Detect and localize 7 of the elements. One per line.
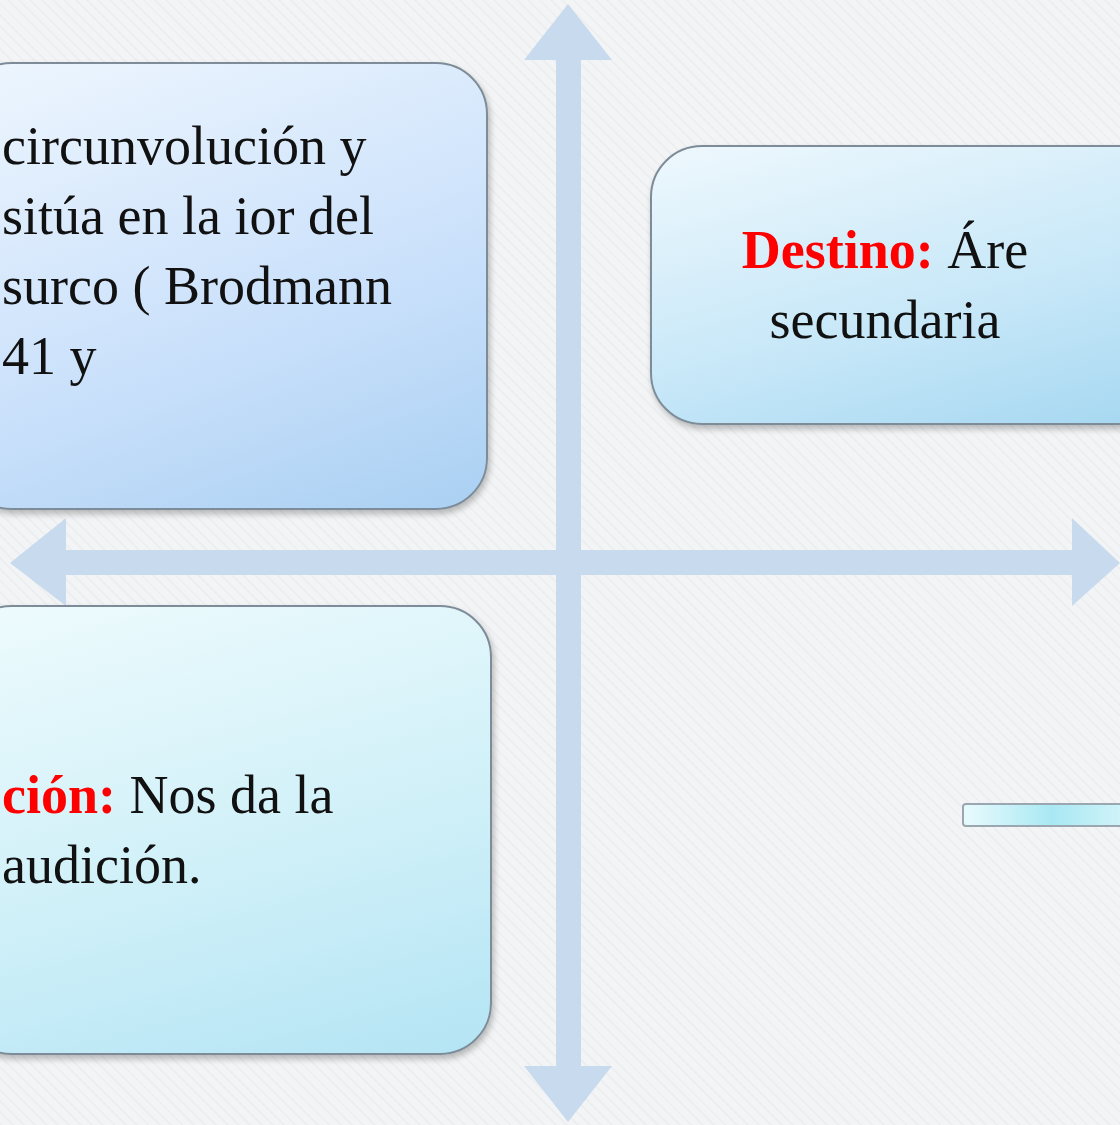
box-text: Destino: Áre secundaria [740, 219, 1030, 352]
box-text: ción: Nos da la audición. [2, 764, 335, 897]
rounded-text-box [650, 145, 1120, 425]
rounded-text-box [0, 62, 488, 510]
box-text: circunvolución y sitúa en la ior del surco ( Brodmann 41 y [2, 115, 393, 388]
bar-shape [962, 803, 1120, 827]
rounded-text-box [0, 605, 492, 1055]
